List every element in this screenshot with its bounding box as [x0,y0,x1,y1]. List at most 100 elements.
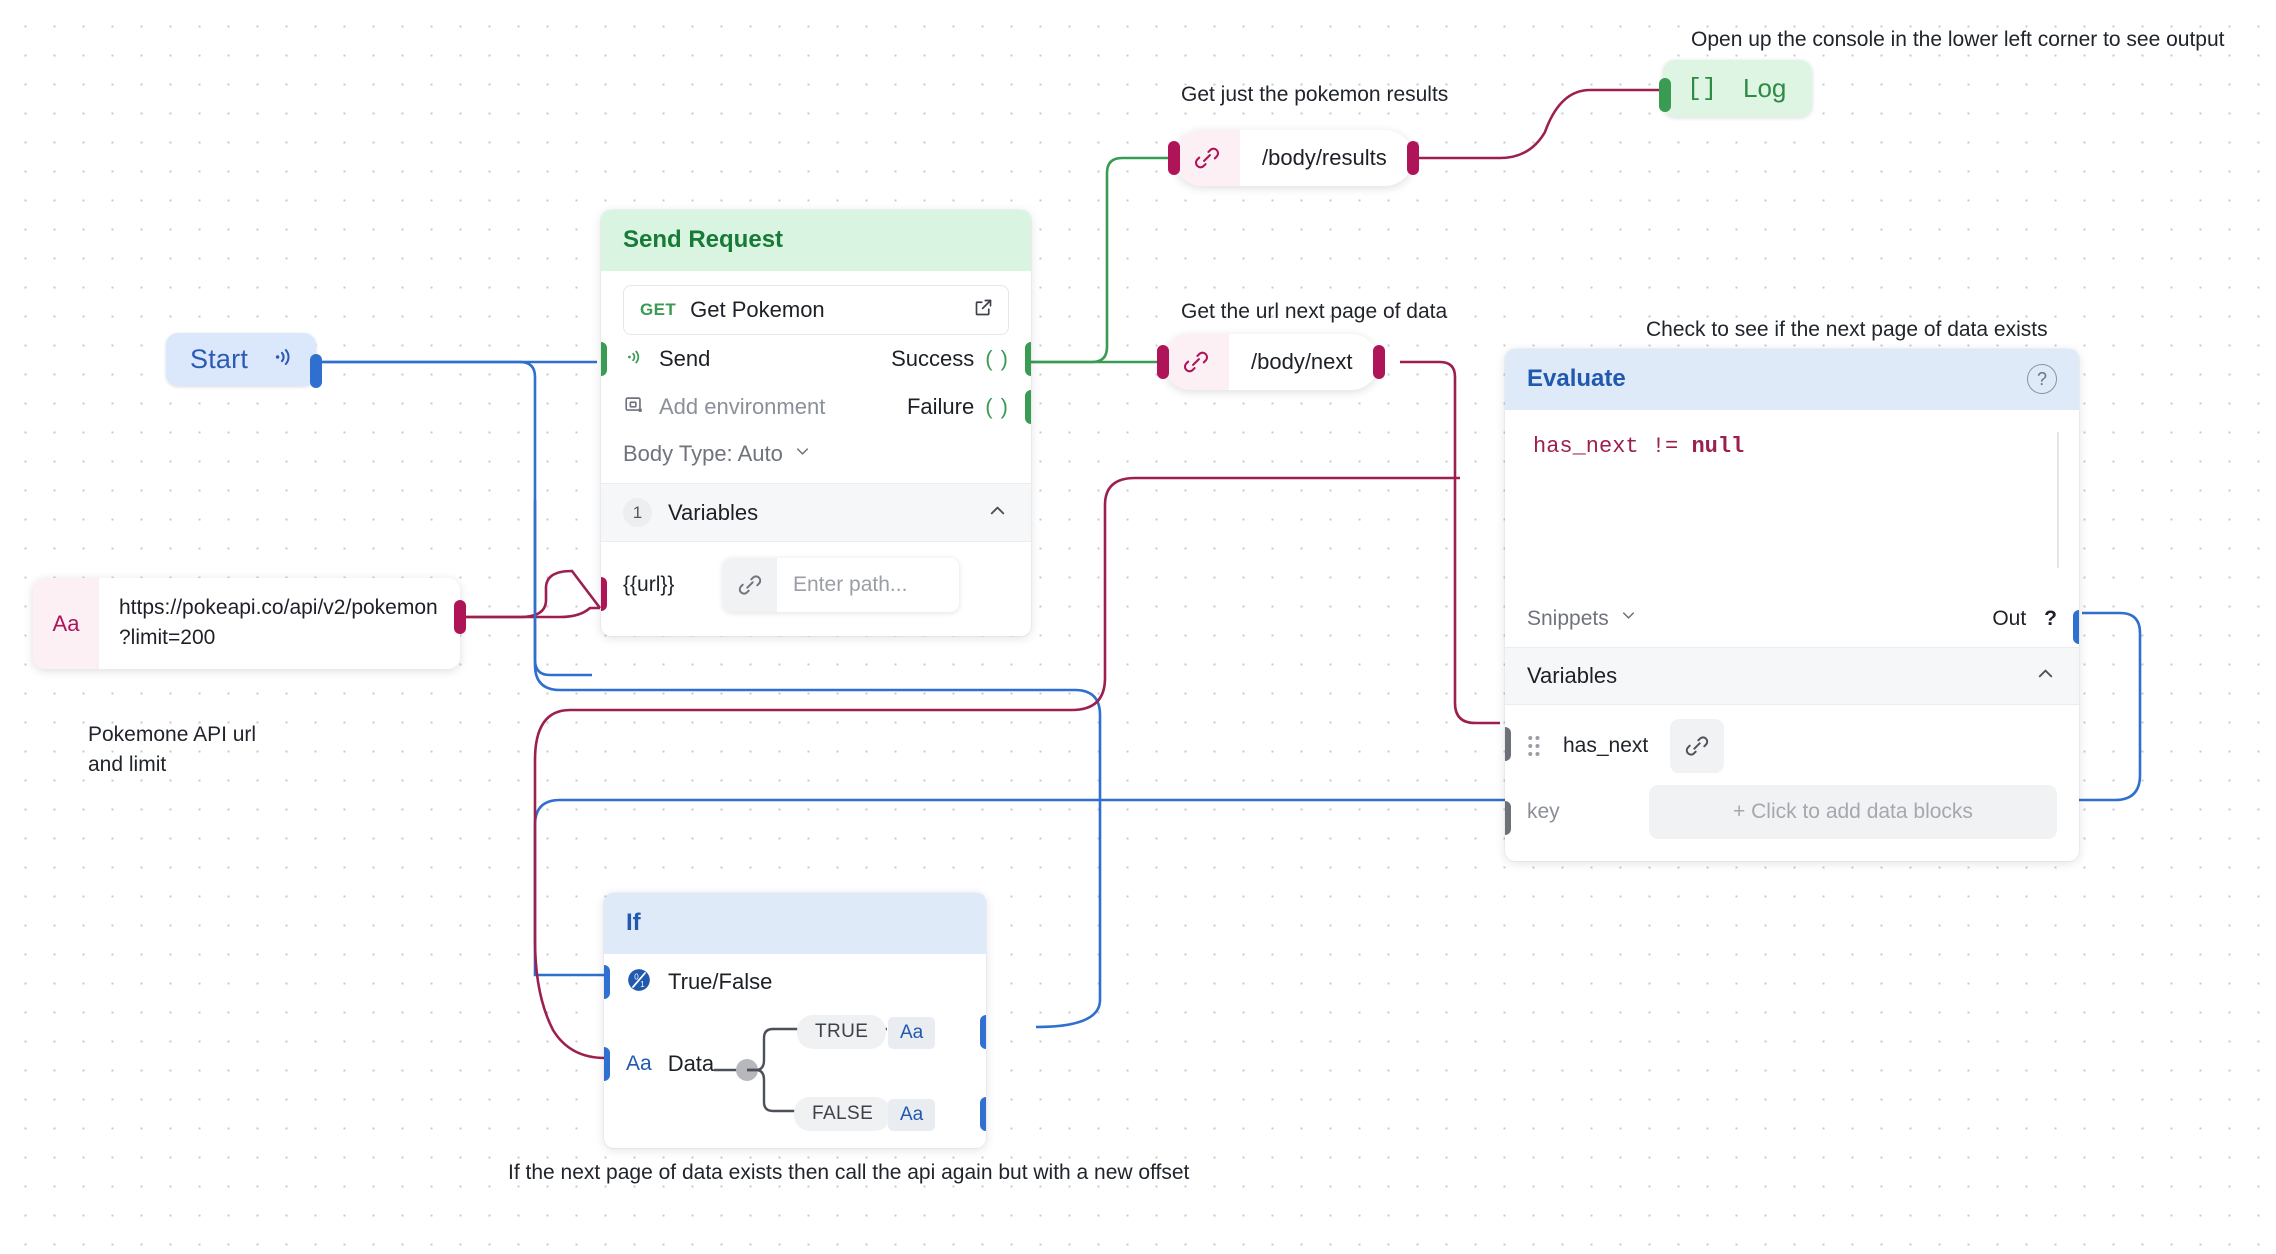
out-label: Out [1992,606,2027,630]
chevron-down-icon [1619,606,1638,631]
evaluate-footer: Snippets Out ? [1505,592,2079,647]
if-data-row[interactable]: Aa Data [604,1036,736,1092]
environment-row[interactable]: Add environment Failure ( ) [601,383,1031,431]
start-node[interactable]: Start [166,333,323,388]
data-pill-next[interactable]: /body/next [1157,334,1385,390]
if-node[interactable]: If 0 1 True/False Aa Data [604,893,986,1148]
text-type-icon: Aa [626,1052,652,1075]
broadcast-icon [623,346,645,373]
next-input-port[interactable] [1157,345,1169,379]
key-input-port[interactable] [1505,801,1511,835]
svg-text:1: 1 [640,979,645,988]
annotation-console-hint: Open up the console in the lower left co… [1691,28,2225,51]
send-request-title: Send Request [601,210,1031,271]
if-data-input-port[interactable] [604,1047,610,1081]
request-name-label: Get Pokemon [690,297,825,322]
data-pill-results[interactable]: /body/results [1168,130,1419,186]
request-selector[interactable]: GET Get Pokemon [623,285,1009,335]
link-icon [1163,334,1229,390]
evaluate-variable-has-next[interactable]: has_next [1505,705,2079,779]
variable-path-input[interactable]: Enter path... [793,573,908,596]
results-input-port[interactable] [1168,141,1180,175]
add-data-blocks-button[interactable]: + Click to add data blocks [1649,785,2057,839]
svg-text:0: 0 [634,972,639,981]
url-output-port[interactable] [453,600,466,634]
environment-icon [623,394,645,421]
branch-false-output-icon: Aa [888,1099,936,1131]
variables-section-header[interactable]: 1 Variables [601,483,1031,542]
broadcast-icon [270,344,296,375]
parenthesis-icon: ( ) [985,346,1009,371]
failure-output-port[interactable] [1025,390,1031,424]
evaluate-header: Evaluate ? [1505,349,2079,410]
start-output-port[interactable] [310,354,323,388]
if-condition-input-port[interactable] [604,965,610,999]
chevron-up-icon[interactable] [2034,662,2057,690]
log-node[interactable]: [] Log [1659,60,1813,117]
link-icon[interactable] [1670,719,1725,773]
parenthesis-icon: ( ) [985,394,1009,419]
log-input-port[interactable] [1659,78,1671,112]
variables-count-badge: 1 [623,498,652,527]
evaluate-key-label: key [1527,800,1560,823]
variable-path-control[interactable]: Enter path... [723,558,959,612]
question-circle-icon[interactable]: ? [2027,364,2057,394]
if-branch-area: Aa Data TRUE FALSE Aa Aa [604,1010,986,1131]
variable-row-url[interactable]: {{url}} Enter path... [601,542,1031,636]
out-help-icon[interactable]: ? [2044,606,2057,630]
chevron-up-icon[interactable] [986,499,1009,527]
evaluate-variables-header[interactable]: Variables [1505,647,2079,705]
branch-true-chip: TRUE [797,1015,887,1049]
snippets-dropdown[interactable]: Snippets [1527,606,1638,631]
variables-title: Variables [668,499,759,525]
chevron-down-icon [793,441,812,467]
body-type-selector[interactable]: Body Type: Auto [601,431,1031,483]
annotation-next-page-url: Get the url next page of data [1181,300,1448,323]
send-row[interactable]: Send Success ( ) [601,335,1031,383]
link-icon [1174,130,1240,186]
annotation-pokemon-results: Get just the pokemon results [1181,83,1449,106]
results-output-port[interactable] [1406,141,1419,175]
branch-true-output-icon: Aa [888,1017,936,1049]
log-label: Log [1743,73,1787,103]
has-next-input-port[interactable] [1505,727,1511,761]
start-label: Start [190,344,249,374]
variable-input-port[interactable] [601,577,607,611]
send-input-port[interactable] [601,342,607,376]
if-false-output-port[interactable] [980,1097,986,1131]
variable-key-label: {{url}} [623,573,675,596]
evaluate-output-port[interactable] [2073,610,2079,644]
evaluate-node[interactable]: Evaluate ? has_next != null Snippets Out… [1505,349,2079,861]
if-node-footer [604,1130,986,1148]
evaluate-variables-title: Variables [1527,663,1618,688]
evaluate-variable-key-row[interactable]: key + Click to add data blocks [1505,779,2079,861]
next-output-port[interactable] [1372,345,1385,379]
evaluate-title: Evaluate [1527,365,1626,392]
annotation-offset-note: If the next page of data exists then cal… [508,1161,1190,1184]
snippets-label: Snippets [1527,606,1609,630]
text-type-icon: Aa [33,578,99,669]
branch-false-chip: FALSE [794,1097,892,1131]
if-condition-label: True/False [668,969,773,994]
code-scrollbar[interactable] [2057,432,2059,568]
http-method-label: GET [640,300,677,319]
success-label: Success [891,346,975,371]
data-pill-label: /body/results [1262,145,1387,170]
external-link-icon[interactable] [973,297,994,323]
if-true-output-port[interactable] [980,1015,986,1049]
url-text-block[interactable]: Aa https://pokeapi.co/api/v2/pokemon ?li… [33,578,466,669]
body-type-label: Body Type: Auto [623,441,783,466]
link-icon[interactable] [723,558,777,612]
drag-handle-icon[interactable] [1527,734,1541,758]
add-environment-label: Add environment [659,394,826,419]
send-label: Send [659,346,711,371]
send-request-node[interactable]: Send Request GET Get Pokemon [601,210,1031,636]
data-pill-label: /body/next [1251,349,1353,374]
if-condition-row[interactable]: 0 1 True/False [604,954,986,1010]
brackets-icon: [] [1687,74,1718,103]
if-data-label: Data [667,1051,715,1076]
url-value[interactable]: https://pokeapi.co/api/v2/pokemon ?limit… [119,596,438,649]
success-output-port[interactable] [1025,342,1031,376]
evaluate-code-editor[interactable]: has_next != null [1505,410,2079,592]
